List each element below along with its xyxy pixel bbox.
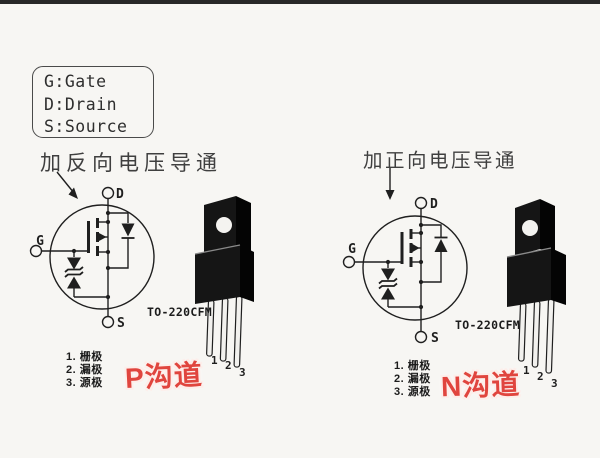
left-pin-list-source: 3. 源极 <box>66 377 103 389</box>
left-gate-zener-pair <box>64 251 108 298</box>
left-title: 加反向电压导通 <box>40 151 222 175</box>
left-pin2-number: 2 <box>225 359 232 372</box>
left-circuit: D S G <box>29 171 155 331</box>
right-pin-list-gate: 1. 栅极 <box>394 360 431 372</box>
right-package-label: TO-220CFM <box>455 318 520 332</box>
left-pin-list-gate: 1. 栅极 <box>66 351 103 363</box>
p-channel-badge: P沟道 <box>124 358 204 395</box>
left-body-diode <box>108 212 135 269</box>
right-circuit-outline <box>362 215 468 321</box>
left-mosfet-symbol <box>87 218 108 256</box>
right-mounting-hole <box>522 220 538 236</box>
right-pin3-number: 3 <box>551 377 558 390</box>
right-pin2-number: 2 <box>537 370 544 383</box>
left-source-label: S <box>117 316 125 331</box>
left-pin-list: 1. 栅极 2. 漏极 3. 源极 <box>66 351 103 390</box>
n-channel-badge: N沟道 <box>440 368 521 403</box>
left-pin1-number: 1 <box>211 354 218 367</box>
left-gate-terminal <box>29 244 43 258</box>
legend-box: G:Gate D:Drain S:Source <box>32 66 154 138</box>
left-pin3-number: 3 <box>239 366 246 379</box>
left-pin-list-drain: 2. 漏极 <box>66 364 103 376</box>
left-drain-label: D <box>116 187 124 202</box>
left-package: 1 2 3 TO-220CFM <box>147 196 254 379</box>
right-pin1-number: 1 <box>523 364 530 377</box>
right-gate-label: G <box>348 242 356 257</box>
right-title: 加正向电压导通 <box>363 149 518 172</box>
right-source-terminal <box>414 330 428 344</box>
right-pin-list-source: 3. 源极 <box>394 386 431 398</box>
right-drain-terminal <box>414 196 428 210</box>
right-body-diode <box>421 224 448 283</box>
legend-line-gate: G:Gate <box>44 72 107 91</box>
left-gate-label: G <box>36 234 44 249</box>
right-package: 1 2 3 TO-220CFM <box>455 199 566 390</box>
left-source-terminal <box>101 315 115 329</box>
right-pin-list: 1. 栅极 2. 漏极 3. 源极 <box>394 360 431 399</box>
right-gate-zener-pair <box>378 262 421 308</box>
right-drain-label: D <box>430 197 438 212</box>
right-circuit: D S G <box>342 168 468 346</box>
right-source-label: S <box>431 331 439 346</box>
right-gate-terminal <box>342 255 356 269</box>
legend-line-drain: D:Drain <box>44 94 118 114</box>
legend-line-source: S:Source <box>44 117 128 136</box>
right-pin-list-drain: 2. 漏极 <box>394 373 431 385</box>
top-border-artifact <box>0 0 600 4</box>
left-mounting-hole <box>216 217 232 233</box>
right-mosfet-symbol <box>400 229 421 267</box>
left-circuit-outline <box>49 204 155 310</box>
right-pointer-arrow-icon <box>385 168 395 200</box>
left-pointer-arrow-icon <box>56 171 78 199</box>
left-package-label: TO-220CFM <box>147 305 212 319</box>
left-drain-terminal <box>101 186 115 200</box>
